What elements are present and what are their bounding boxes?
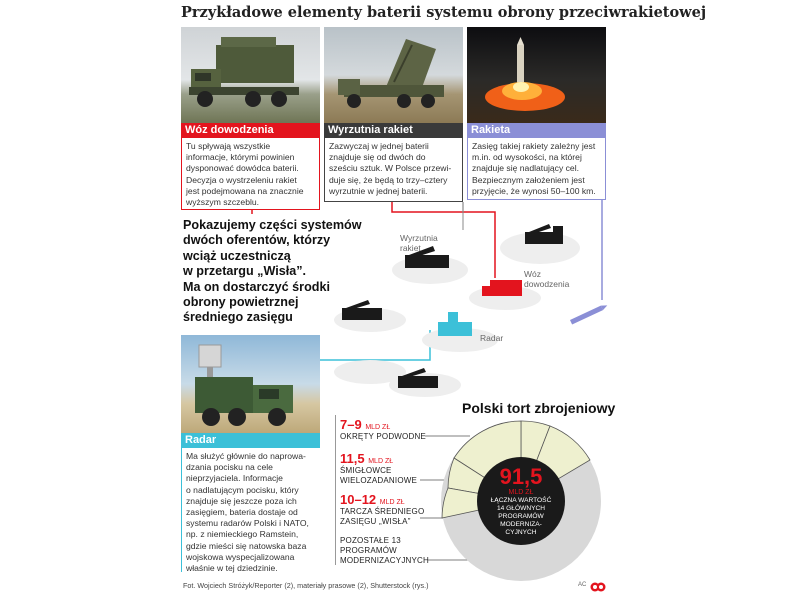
lead-line: dwóch oferentów, którzy <box>183 233 331 248</box>
lead-line: w przetargu „Wisła”. <box>183 264 307 279</box>
radar-diagram-label: Radar <box>480 333 504 343</box>
publisher-logo <box>590 579 606 592</box>
desc-line: duje się, że będą to trzy–cztery <box>329 174 448 185</box>
desc-line: właśnie w tej dziedzinie. <box>186 563 278 574</box>
desc-line: informacje, którymi powinien <box>186 152 295 163</box>
radar-label: Radar <box>181 433 320 448</box>
desc-line: Tu spływają wszystkie <box>186 141 271 151</box>
desc-line: znajduje się jeszcze poza ich <box>186 495 297 506</box>
desc-line: zasięgiem, bateria dostaje od <box>186 507 298 518</box>
radar-icon <box>438 312 472 336</box>
lead-text: Pokazujemy części systemów dwóch oferent… <box>183 218 383 326</box>
launcher-icon <box>342 300 382 320</box>
command-vehicle-label: Wóz dowodzenia <box>181 123 320 138</box>
desc-line: przyjęcie, że wynosi 50–100 km. <box>472 185 596 196</box>
command-vehicle-photo <box>181 27 320 123</box>
launcher-description: Zazwyczaj w jednej baterii znajduje się … <box>324 138 463 202</box>
desc-line: dzania pocisku na cele <box>186 462 273 473</box>
command-vehicle-description: Tu spływają wszystkie informacje, którym… <box>181 138 320 210</box>
desc-line: jest podejmowana na znacznie <box>186 185 304 196</box>
radar-description: Ma służyć głównie do naprowa- dzania poc… <box>181 448 320 574</box>
budget-item-wisla: 10–12 MLD ZŁ TARCZA ŚREDNIEGO ZASIĘGU „W… <box>340 492 425 526</box>
launcher-label: Wyrzutnia rakiet <box>324 123 463 138</box>
launcher-icon <box>405 246 449 268</box>
budget-item-submarines: 7–9 MLD ZŁ OKRĘTY PODWODNE <box>340 417 426 441</box>
desc-line: nieprzyjaciela. Informacje <box>186 473 283 484</box>
missile-label: Rakieta <box>467 123 606 138</box>
lead-line: Pokazujemy części systemów <box>183 218 362 232</box>
desc-line: gdzie mieści się natowska baza <box>186 540 307 551</box>
donut-center-label: 91,5 MLD ZŁ ŁĄCZNA WARTOŚĆ 14 GŁÓWNYCH P… <box>490 464 552 537</box>
lead-line: obrony powietrznej <box>183 295 299 310</box>
missile-description: Zasięg takiej rakiety zależny jest m.in.… <box>467 138 606 200</box>
desc-line: znajduje się od dwóch do <box>329 152 426 163</box>
budget-item-other: POZOSTAŁE 13 PROGRAMÓW MODERNIZACYJNYCH <box>340 536 429 565</box>
budget-donut <box>441 420 601 581</box>
launcher-icon <box>398 368 438 388</box>
lead-line: średniego zasięgu <box>183 310 293 325</box>
author-initials: AC <box>578 582 587 588</box>
desc-line: m.in. od wysokości, na której <box>472 152 582 163</box>
desc-line: Zasięg takiej rakiety zależny jest <box>472 141 596 151</box>
lead-line: Ma on dostarczyć środki <box>183 279 330 294</box>
desc-line: Zazwyczaj w jednej baterii <box>329 141 429 151</box>
lead-line: wciąż uczestniczą <box>183 248 291 263</box>
desc-line: wyrzutnie w jednej baterii. <box>329 185 428 196</box>
desc-line: o nadlatującym pocisku, który <box>186 484 299 495</box>
desc-line: sześciu sztuk. W Polsce przewi- <box>329 163 452 174</box>
desc-line: Bezpiecznym założeniem jest <box>472 174 585 185</box>
desc-line: systemu radarów Polski i NATO, <box>186 518 309 529</box>
donut-center <box>477 457 565 545</box>
missile-photo <box>467 27 606 123</box>
launcher-photo <box>324 27 463 123</box>
desc-line: wojskowa wyspecjalizowana <box>186 551 295 562</box>
desc-line: znajduje się nadlatujący cel. <box>472 163 580 174</box>
desc-line: wyższym szczeblu. <box>186 197 260 208</box>
desc-line: dysponować dowódca baterii. <box>186 163 299 174</box>
battery-diagram <box>334 224 608 397</box>
desc-line: Ma służyć głównie do naprowa- <box>186 451 306 461</box>
section-title: Polski tort zbrojeniowy <box>462 400 616 416</box>
budget-item-helicopters: 11,5 MLD ZŁ ŚMIGŁOWCE WIELOZADANIOWE <box>340 451 418 485</box>
photo-credit: Fot. Wojciech Stróżyk/Reporter (2), mate… <box>183 581 429 590</box>
divider <box>335 415 336 565</box>
missile-icon <box>570 305 608 325</box>
launcher-icon <box>525 224 563 244</box>
command-vehicle-icon <box>482 280 522 296</box>
page-title: Przykładowe elementy baterii systemu obr… <box>181 4 707 21</box>
desc-line: np. z niemieckiego Ramstein, <box>186 529 299 540</box>
desc-line: Decyzja o wystrzeleniu rakiet <box>186 174 297 185</box>
radar-photo <box>181 335 320 433</box>
